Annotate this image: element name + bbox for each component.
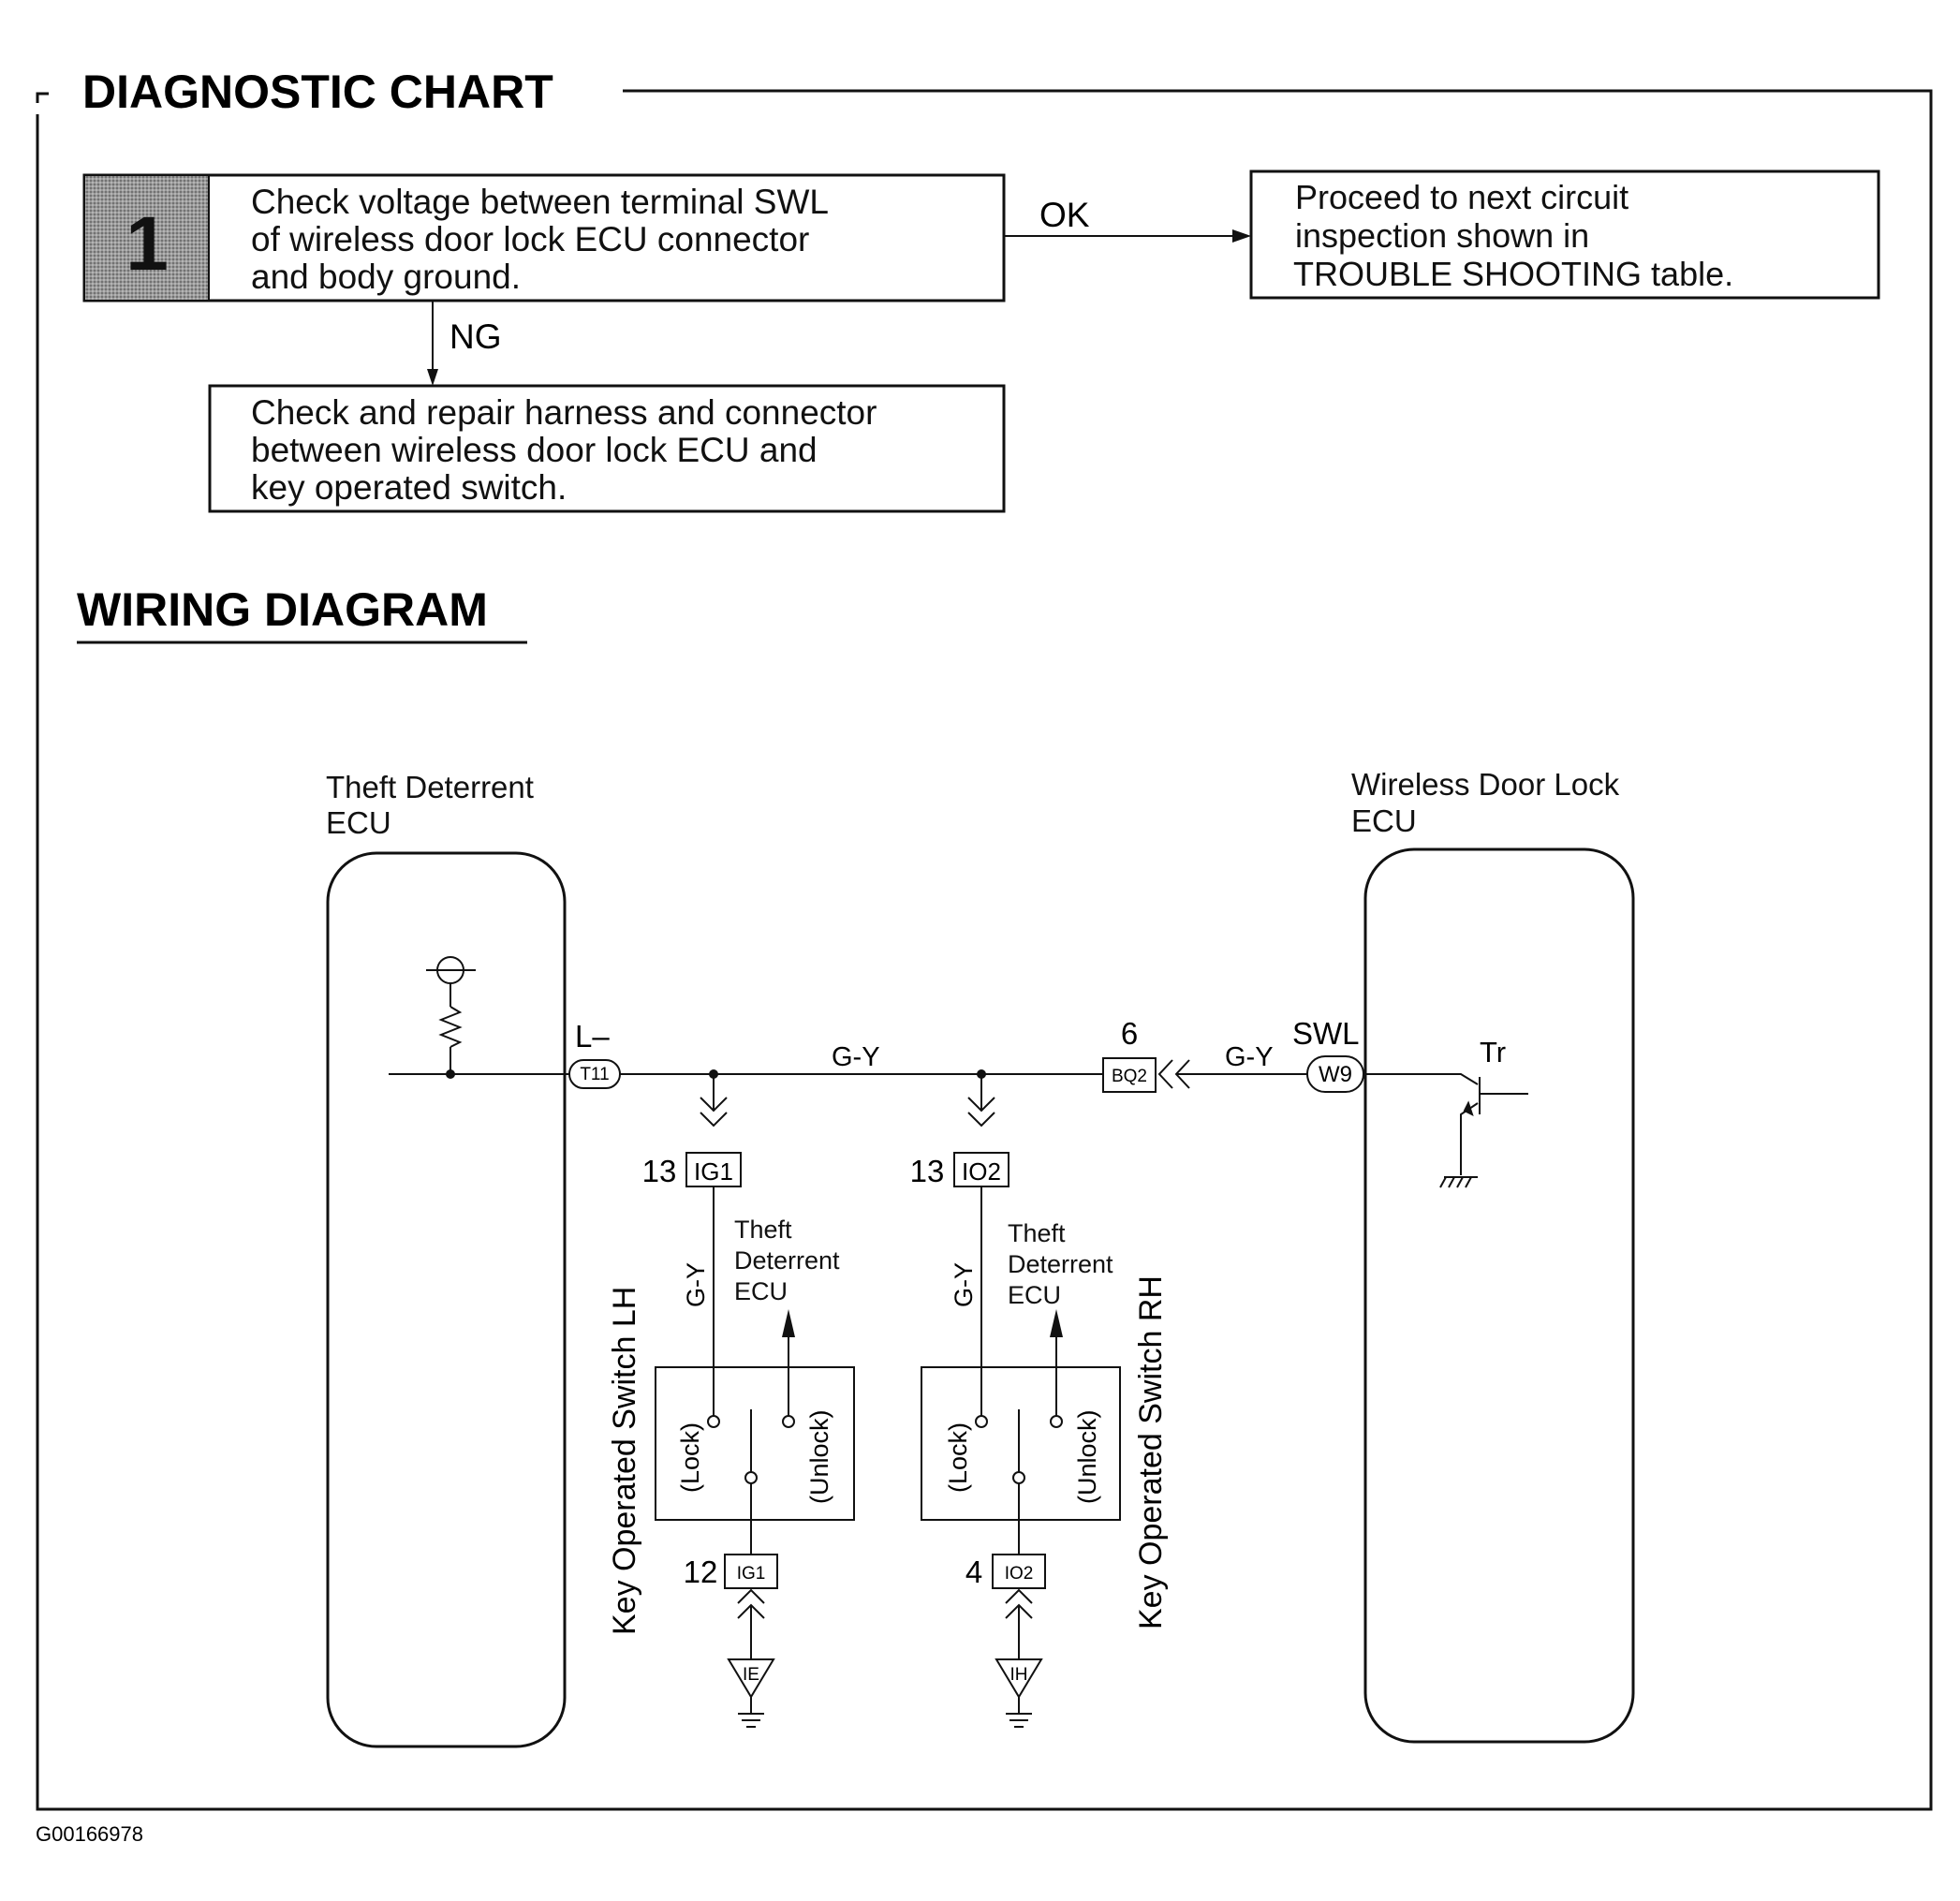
- step-1-line: Check voltage between terminal SWL: [251, 183, 828, 221]
- rh-bottom-pin: 4: [965, 1555, 982, 1589]
- right-ecu-line: Wireless Door Lock: [1351, 767, 1620, 802]
- ng-result-box: Check and repair harness and connector b…: [208, 384, 1006, 513]
- rh-top-pin: 13: [910, 1154, 945, 1188]
- step-number-block: [85, 176, 209, 300]
- ok-label: OK: [1039, 196, 1090, 234]
- w9-connector-label: W9: [1319, 1062, 1352, 1087]
- rh-lock-label: (Lock): [944, 1422, 972, 1493]
- transistor-label: Tr: [1480, 1036, 1506, 1068]
- t11-connector: T11: [568, 1059, 621, 1089]
- t11-connector-label: T11: [580, 1065, 609, 1084]
- lh-ecu-line: ECU: [734, 1277, 788, 1305]
- step-1-line: of wireless door lock ECU connector: [251, 220, 809, 258]
- ok-result-line: TROUBLE SHOOTING table.: [1293, 255, 1733, 293]
- step-1-text: Check voltage between terminal SWL of wi…: [251, 183, 837, 296]
- bq2-connector-label: BQ2: [1112, 1067, 1147, 1086]
- bq2-arrow: [1157, 1059, 1307, 1089]
- lh-ground-arrow: [737, 1588, 765, 1659]
- ng-result-line: key operated switch.: [251, 468, 567, 507]
- lh-ecu-line: Deterrent: [734, 1246, 840, 1275]
- ng-arrow: NG: [427, 301, 502, 386]
- lh-ground-symbol: IE: [727, 1658, 775, 1728]
- outer-frame: [36, 89, 1933, 1811]
- key-operated-switch-rh: (Lock) (Unlock): [921, 1366, 1121, 1521]
- step-number: 1: [125, 201, 169, 287]
- lh-top-pin: 13: [642, 1154, 677, 1188]
- left-ecu-line: ECU: [326, 805, 391, 840]
- ok-result-line: Proceed to next circuit: [1295, 178, 1628, 216]
- lh-bottom-connector-label: IG1: [737, 1564, 766, 1584]
- figure-id: G00166978: [36, 1822, 143, 1846]
- wireless-door-lock-ecu: Wireless Door Lock ECU: [1351, 767, 1635, 1744]
- ok-result-text: Proceed to next circuit inspection shown…: [1293, 178, 1733, 293]
- rh-ecu-arrow: [1050, 1309, 1063, 1337]
- bq2-pin-label: 6: [1121, 1016, 1138, 1051]
- rh-wire-color: G-Y: [950, 1262, 978, 1307]
- lh-wire-color: G-Y: [682, 1262, 710, 1307]
- lh-bottom-pin: 12: [684, 1555, 718, 1589]
- transistor-symbol: [1363, 1073, 1528, 1188]
- step-1-box: 1 Check voltage between terminal SWL of …: [82, 173, 1006, 302]
- w9-connector: W9: [1306, 1055, 1364, 1093]
- rh-ecu-line: Deterrent: [1008, 1250, 1113, 1278]
- ng-result-line: Check and repair harness and connector: [251, 393, 877, 432]
- diagnostic-chart-title: DIAGNOSTIC CHART: [82, 66, 553, 118]
- rh-switch-name: Key Operated Switch RH: [1133, 1275, 1169, 1629]
- wiring-diagram-title: WIRING DIAGRAM: [77, 583, 488, 636]
- lh-unlock-label: (Unlock): [805, 1409, 833, 1504]
- rh-bottom-connector-label: IO2: [1005, 1564, 1034, 1584]
- pullup-resistor: [426, 956, 476, 1074]
- main-wire-color-label: G-Y: [832, 1042, 880, 1072]
- rh-top-connector: IO2: [953, 1152, 1009, 1187]
- left-terminal-label: L–: [575, 1019, 610, 1054]
- rh-ecu-label: Theft Deterrent ECU: [1008, 1219, 1120, 1309]
- right-ecu-label: Wireless Door Lock ECU: [1351, 767, 1628, 838]
- rh-bottom-connector: IO2: [992, 1554, 1046, 1589]
- right-wire-color-label: G-Y: [1225, 1042, 1274, 1072]
- lh-ecu-label: Theft Deterrent ECU: [734, 1216, 847, 1305]
- step-1-line: and body ground.: [251, 258, 521, 296]
- right-terminal-label: SWL: [1292, 1016, 1360, 1051]
- rh-ground-label: IH: [1010, 1665, 1028, 1685]
- lh-top-connector: IG1: [685, 1152, 742, 1187]
- ng-result-text: Check and repair harness and connector b…: [251, 393, 887, 507]
- key-operated-switch-lh: (Lock) (Unlock): [655, 1366, 855, 1521]
- lh-ground-label: IE: [743, 1665, 759, 1685]
- left-ecu-label: Theft Deterrent ECU: [326, 770, 542, 840]
- rh-top-connector-label: IO2: [962, 1157, 1001, 1186]
- bq2-connector: BQ2: [1102, 1057, 1157, 1093]
- left-ecu-line: Theft Deterrent: [326, 770, 534, 804]
- rh-ecu-line: Theft: [1008, 1219, 1066, 1247]
- ok-result-box: Proceed to next circuit inspection shown…: [1249, 169, 1880, 300]
- ok-result-line: inspection shown in: [1295, 216, 1589, 255]
- lh-switch-name: Key Operated Switch LH: [607, 1287, 642, 1635]
- lh-ecu-arrow: [782, 1309, 795, 1337]
- lh-top-connector-label: IG1: [694, 1157, 733, 1186]
- rh-ecu-line: ECU: [1008, 1281, 1061, 1309]
- ng-result-line: between wireless door lock ECU and: [251, 431, 818, 469]
- theft-deterrent-ecu: Theft Deterrent ECU: [326, 770, 567, 1748]
- lh-bottom-connector: IG1: [724, 1554, 778, 1589]
- rh-ground-arrow: [1005, 1588, 1033, 1659]
- lh-lock-label: (Lock): [676, 1422, 704, 1493]
- rh-unlock-label: (Unlock): [1073, 1409, 1101, 1504]
- right-ecu-line: ECU: [1351, 803, 1417, 838]
- ok-arrow: OK: [1004, 196, 1251, 243]
- lh-ecu-line: Theft: [734, 1216, 792, 1244]
- ng-label: NG: [449, 317, 502, 356]
- rh-ground-symbol: IH: [995, 1658, 1043, 1728]
